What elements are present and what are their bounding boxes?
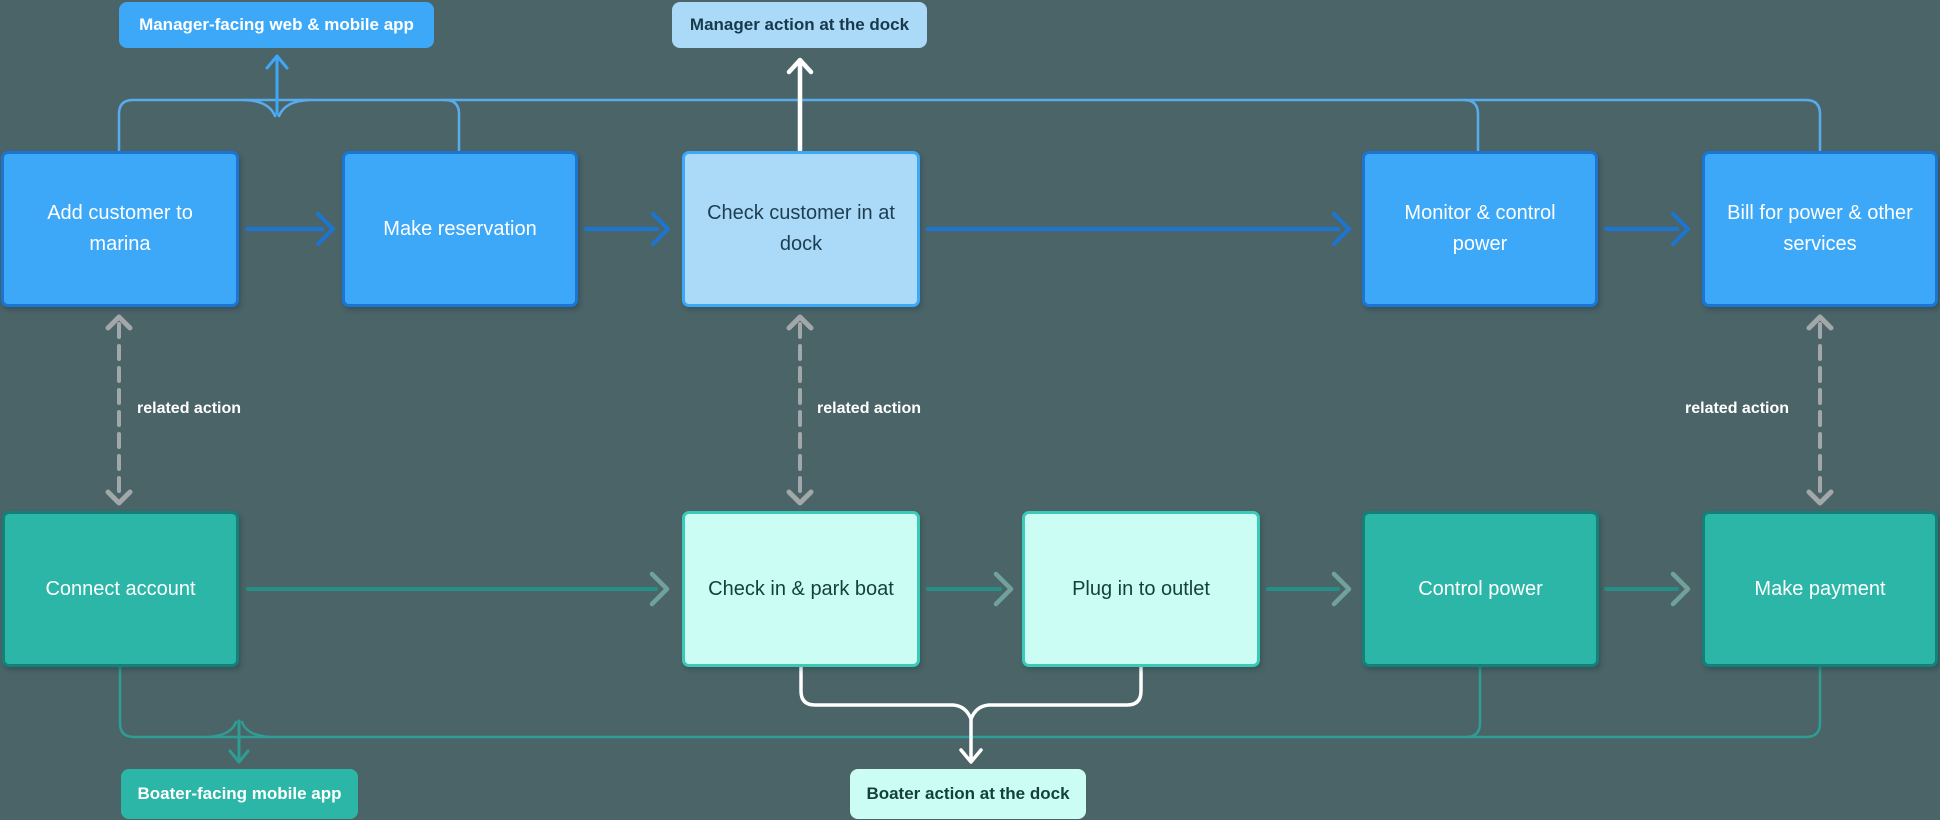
node-make-payment[interactable]: Make payment	[1702, 511, 1938, 667]
boater-dock-bracket	[799, 664, 1143, 764]
manager-app-bracket	[117, 98, 1822, 154]
node-check-customer-in-at-dock[interactable]: Check customer in at dock	[682, 151, 920, 307]
related-action-label-center: related action	[817, 400, 922, 417]
boater-app-bracket-arrow-icon	[228, 719, 250, 764]
node-add-customer-to-marina[interactable]: Add customer to marina	[1, 151, 239, 307]
badge-boater-app[interactable]: Boater-facing mobile app	[121, 769, 358, 819]
manager-dock-arrow-icon	[786, 57, 814, 153]
node-plug-in-to-outlet[interactable]: Plug in to outlet	[1022, 511, 1260, 667]
manager-app-bracket-arrow-icon	[265, 54, 289, 116]
related-action-label-right: related action	[1685, 400, 1790, 417]
badge-boater-dock-action[interactable]: Boater action at the dock	[850, 769, 1086, 819]
related-action-label-left: related action	[137, 400, 242, 417]
node-check-in-park-boat[interactable]: Check in & park boat	[682, 511, 920, 667]
badge-manager-app[interactable]: Manager-facing web & mobile app	[119, 2, 434, 48]
badge-manager-dock-action[interactable]: Manager action at the dock	[672, 2, 927, 48]
node-make-reservation[interactable]: Make reservation	[342, 151, 578, 307]
node-control-power[interactable]: Control power	[1362, 511, 1599, 667]
manager-flow-arrows	[245, 212, 1690, 246]
boater-flow-arrows	[246, 571, 1691, 607]
related-action-connectors	[105, 314, 1834, 506]
node-bill-for-power[interactable]: Bill for power & other services	[1702, 151, 1938, 307]
node-monitor-control-power[interactable]: Monitor & control power	[1362, 151, 1598, 307]
node-connect-account[interactable]: Connect account	[2, 511, 239, 667]
